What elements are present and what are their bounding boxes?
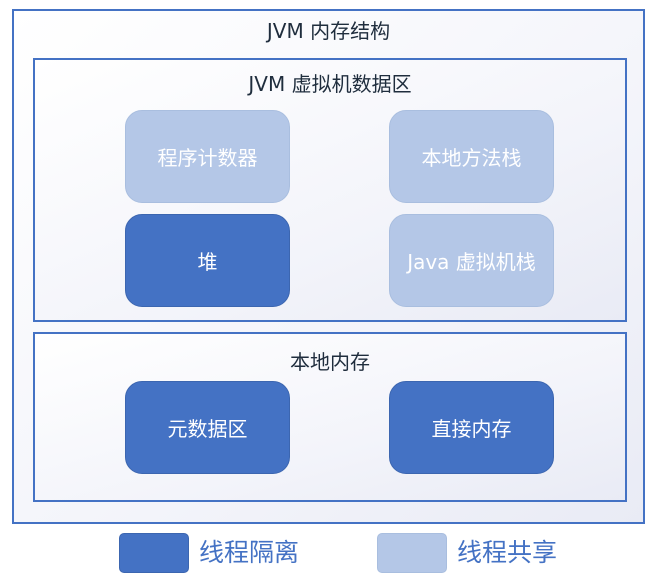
pc-register-box: 程序计数器 [125, 110, 290, 203]
legend-isolated-label: 线程隔离 [199, 538, 300, 567]
jvm-memory-structure-frame: JVM 内存结构 JVM 虚拟机数据区 程序计数器 本地方法栈 堆 Java 虚… [12, 9, 645, 524]
native-memory-title: 本地内存 [290, 350, 370, 374]
legend-shared-swatch [377, 533, 447, 573]
jvm-memory-structure-title: JVM 内存结构 [266, 19, 391, 43]
direct-memory-box: 直接内存 [389, 381, 554, 474]
runtime-data-area-frame: JVM 虚拟机数据区 程序计数器 本地方法栈 堆 Java 虚拟机栈 [33, 58, 627, 322]
java-vm-stack-box: Java 虚拟机栈 [389, 214, 554, 307]
metaspace-box: 元数据区 [125, 381, 290, 474]
heap-box: 堆 [125, 214, 290, 307]
native-method-stack-box: 本地方法栈 [389, 110, 554, 203]
legend-shared-label: 线程共享 [457, 538, 558, 567]
runtime-data-area-title: JVM 虚拟机数据区 [248, 72, 412, 96]
legend-isolated-swatch [119, 533, 189, 573]
native-memory-frame: 本地内存 元数据区 直接内存 [33, 332, 627, 502]
